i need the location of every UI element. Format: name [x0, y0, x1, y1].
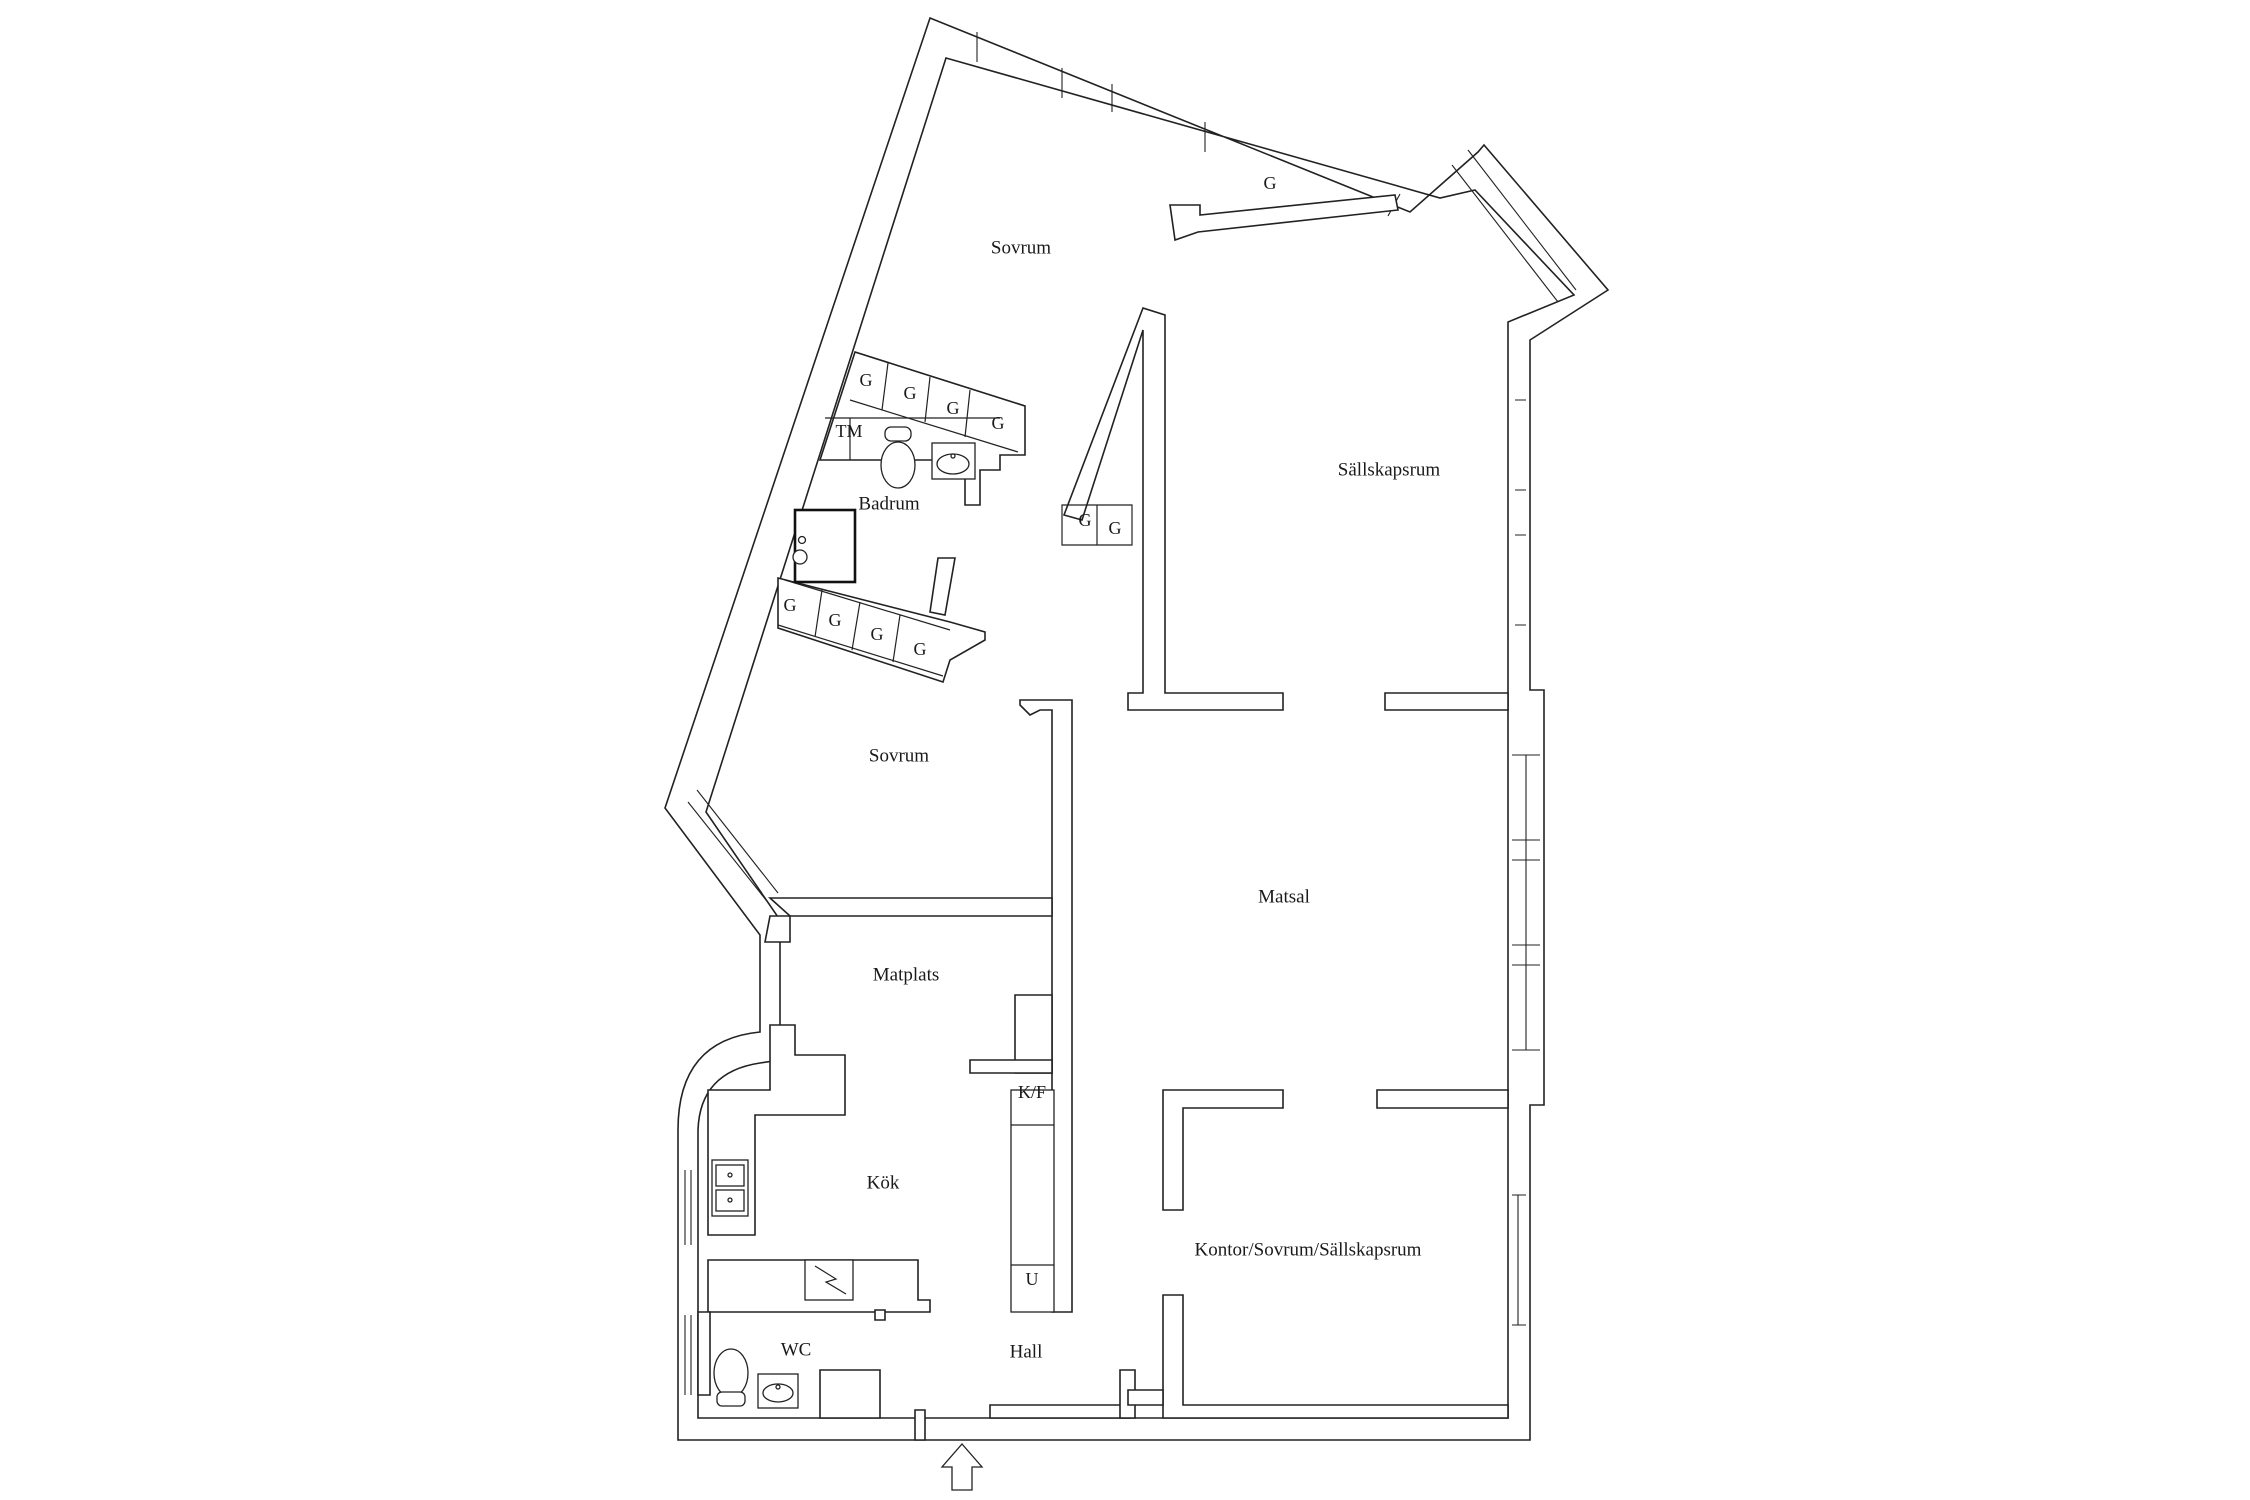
room-label-sallskapsrum: Sällskapsrum [1338, 459, 1441, 480]
room-labels: Sovrum Sällskapsrum Badrum Sovrum Matsal… [781, 237, 1441, 1362]
room-label-kok: Kök [867, 1172, 900, 1193]
oven-label: U [1026, 1269, 1039, 1289]
room-label-wc: WC [781, 1339, 812, 1360]
wardrobe-label: G [1264, 173, 1277, 193]
room-label-sovrum-mid: Sovrum [869, 745, 929, 766]
toilet-icon [880, 441, 916, 489]
fridge-freezer-label: K/F [1018, 1082, 1046, 1102]
room-label-matsal: Matsal [1258, 886, 1310, 907]
wardrobe-label: G [829, 610, 842, 630]
wardrobe-label: G [992, 413, 1005, 433]
wardrobe-label: G [860, 370, 873, 390]
room-label-kontor: Kontor/Sovrum/Sällskapsrum [1195, 1239, 1422, 1260]
wc-toilet-icon [713, 1348, 749, 1398]
wardrobe-label: G [784, 595, 797, 615]
wardrobe-label: G [904, 383, 917, 403]
bathroom-fixtures [792, 426, 976, 584]
shower [793, 508, 857, 584]
room-label-badrum: Badrum [858, 493, 919, 514]
laundry-label: TM [836, 421, 863, 441]
interior-walls [697, 194, 1509, 1441]
wardrobe-label: G [1079, 510, 1092, 530]
entrance-arrow [940, 1443, 984, 1491]
arrow-up-icon [940, 1443, 984, 1491]
wardrobes [777, 351, 1133, 677]
storage-labels: G G G G G TM G G G G G G K/F U [784, 173, 1277, 1289]
wardrobe-label: G [871, 624, 884, 644]
wardrobe-label: G [1109, 518, 1122, 538]
windows [684, 32, 1577, 1395]
room-label-sovrum-top: Sovrum [991, 237, 1051, 258]
room-label-matplats: Matplats [873, 964, 940, 985]
wc-fixtures [713, 1348, 799, 1409]
outer-wall [664, 16, 1610, 1441]
kitchen-fixtures [711, 1089, 1055, 1313]
wardrobe-label: G [947, 398, 960, 418]
wardrobe-label: G [914, 639, 927, 659]
room-label-hall: Hall [1010, 1341, 1043, 1362]
